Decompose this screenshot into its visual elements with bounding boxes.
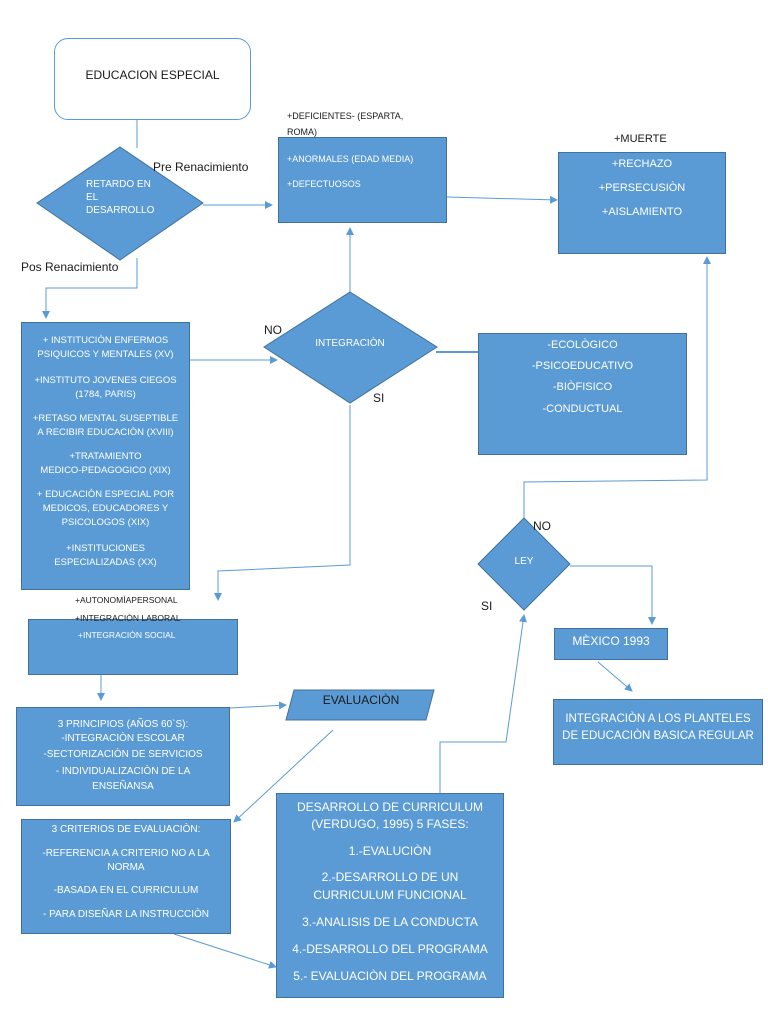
criterios-line-4: -BASADA EN EL CURRICULUM xyxy=(53,885,199,896)
modelos-box: -ECOLÒGICO -PSICOEDUCATIVO -BIÒFISICO -C… xyxy=(478,333,687,455)
ley-label: LEY xyxy=(514,556,534,567)
arrow-mexico-planteles xyxy=(597,661,633,692)
evaluacion-label: EVALUACIÒN xyxy=(322,693,400,707)
retardo-line2: EL xyxy=(86,192,99,203)
title-box-label: EDUCACION ESPECIAL xyxy=(85,68,220,82)
evaluacion-parallelogram xyxy=(285,689,435,721)
arrow-integracion-autonomia xyxy=(214,405,351,601)
modelo-conductual: -CONDUCTUAL xyxy=(542,403,623,415)
historia-line-7: +TRATAMIENTO xyxy=(69,451,142,462)
criterios-line-2: -REFERENCIA A CRITERIO NO A LA xyxy=(42,848,210,859)
planteles-line2: DE EDUCACIÒN BASICA REGULAR xyxy=(562,730,754,742)
autonomia-line1: +AUTONOMÌAPERSONAL xyxy=(75,595,178,605)
arrow-evaluacion-criterios xyxy=(233,729,334,823)
deficientes-line2: ROMA) xyxy=(287,127,317,137)
pre-renacimiento-label: Pre Renacimiento xyxy=(153,160,249,174)
arrow-deficientes-muerte xyxy=(446,195,558,204)
title-box: EDUCACION ESPECIAL xyxy=(54,38,251,120)
mexico-label: MÈXICO 1993 xyxy=(572,634,650,648)
no-ley-label: NO xyxy=(533,519,551,533)
historia-line-9: + EDUCACIÒN ESPECIAL POR xyxy=(36,489,175,500)
curriculum-line-5: CURRICULUM FUNCIONAL xyxy=(313,888,467,902)
muerte-box: +RECHAZO +PERSECUSIÒN +AISLAMIENTO xyxy=(558,152,726,254)
arrow-retardo-historia xyxy=(42,258,138,319)
persecusion-label: +PERSECUSIÒN xyxy=(598,182,686,194)
principios-line-1: 3 PRINCIPIOS (AÑOS 60`S): xyxy=(57,719,189,730)
historia-line-12: +INSTITUCIONES xyxy=(66,543,145,554)
historia-line-8: MEDICO-PEDAGOGICO (XIX) xyxy=(40,465,171,476)
si-ley-label: SI xyxy=(481,599,493,613)
modelo-psicoeducativo: -PSICOEDUCATIVO xyxy=(531,360,634,372)
planteles-line1: INTEGRACIÒN A LOS PLANTELES xyxy=(565,713,751,725)
autonomia-line3: +INTEGRACIÒN SOCIAL xyxy=(78,630,176,640)
deficientes-line1: +DEFICIENTES- (ESPARTA, xyxy=(287,111,404,121)
planteles-box: INTEGRACIÒN A LOS PLANTELES DE EDUCACIÒN… xyxy=(553,699,763,765)
modelo-ecologico: -ECOLÒGICO xyxy=(547,339,618,351)
no-integracion-label: NO xyxy=(264,323,282,337)
curriculum-line-7: 4.-DESARROLLO DEL PROGRAMA xyxy=(292,942,488,956)
curriculum-line-1: DESARROLLO DE CURRICULUM xyxy=(296,800,484,814)
criterios-line-5: - PARA DISEÑAR LA INSTRUCCIÒN xyxy=(43,909,209,920)
curriculum-line-4: 2.-DESARROLLO DE UN xyxy=(321,870,459,884)
historia-line-10: MEDICOS, EDUCADORES Y xyxy=(42,503,169,514)
muerte-label: +MUERTE xyxy=(614,133,667,145)
aislamiento-label: +AISLAMIENTO xyxy=(601,206,683,218)
ley-diamond xyxy=(477,517,571,611)
historia-line-2: PSIQUICOS Y MENTALES (XV) xyxy=(37,349,174,360)
historia-line-13: ESPECIALIZADAS (XX) xyxy=(54,557,157,568)
curriculum-box: DESARROLLO DE CURRICULUM (VERDUGO, 1995)… xyxy=(276,793,504,998)
integracion-diamond xyxy=(263,291,438,404)
arrow-ley-muerte xyxy=(523,256,711,518)
retardo-line1: RETARDO EN xyxy=(86,179,151,190)
curriculum-line-8: 5.- EVALUACIÒN DEL PROGRAMA xyxy=(293,969,487,983)
autonomia-line2: +INTEGRACIÒN LABORAL xyxy=(75,613,181,623)
arrow-criterios-curriculum xyxy=(173,933,277,969)
principios-line-3: -SECTORIZACIÒN DE SERVICIOS xyxy=(43,749,203,760)
criterios-line-3: NORMA xyxy=(107,862,145,873)
principios-line-5: ENSEÑANSA xyxy=(92,781,154,792)
historia-line-6: A RECIBIR EDUCACIÒN (XVIII) xyxy=(37,427,174,438)
modelo-biofisico: -BIÒFISICO xyxy=(552,381,613,393)
integracion-label: INTEGRACIÒN xyxy=(315,338,385,349)
historia-line-5: +RETASO MENTAL SUSEPTIBLE xyxy=(32,413,179,424)
historia-box: + INSTITUCIÒN ENFERMOS PSIQUICOS Y MENTA… xyxy=(21,322,190,590)
curriculum-line-3: 1.-EVALUCIÒN xyxy=(348,844,432,858)
retardo-label: RETARDO EN EL DESARROLLO xyxy=(86,178,166,217)
autonomia-box xyxy=(28,619,238,675)
retardo-line3: DESARROLLO xyxy=(86,205,155,216)
deficientes-box xyxy=(278,137,447,223)
si-integracion-label: SI xyxy=(373,391,385,405)
arrow-ley-mexico xyxy=(570,565,656,625)
historia-line-4: (1784, PARIS) xyxy=(75,389,136,400)
criterios-box: 3 CRITERIOS DE EVALUACIÒN: -REFERENCIA A… xyxy=(21,819,231,934)
historia-line-1: + INSTITUCIÒN ENFERMOS xyxy=(42,335,169,346)
arrow-principios-evaluacion xyxy=(229,701,287,710)
deficientes-line4: +DEFECTUOSOS xyxy=(287,179,361,189)
deficientes-line3: +ANORMALES (EDAD MEDIA) xyxy=(287,154,414,164)
principios-line-2: -INTEGRACIÒN ESCOLAR xyxy=(61,733,185,744)
retardo-diamond xyxy=(36,146,204,261)
historia-line-3: +INSTITUTO JOVENES CIEGOS xyxy=(34,375,177,386)
curriculum-line-6: 3.-ANALISIS DE LA CONDUCTA xyxy=(302,915,478,929)
criterios-line-1: 3 CRITERIOS DE EVALUACIÒN: xyxy=(51,824,201,835)
principios-line-4: - INDIVIDUALIZACIÒN DE LA xyxy=(55,766,191,777)
rechazo-label: +RECHAZO xyxy=(611,158,673,170)
historia-line-11: PSICOLOGOS (XIX) xyxy=(61,517,150,528)
principios-box: 3 PRINCIPIOS (AÑOS 60`S): -INTEGRACIÒN E… xyxy=(16,707,230,806)
pos-renacimiento-label: Pos Renacimiento xyxy=(21,260,119,274)
curriculum-line-2: (VERDUGO, 1995) 5 FASES: xyxy=(311,817,469,831)
mexico-box: MÈXICO 1993 xyxy=(554,628,668,660)
arrow-curriculum-ley xyxy=(439,614,527,793)
